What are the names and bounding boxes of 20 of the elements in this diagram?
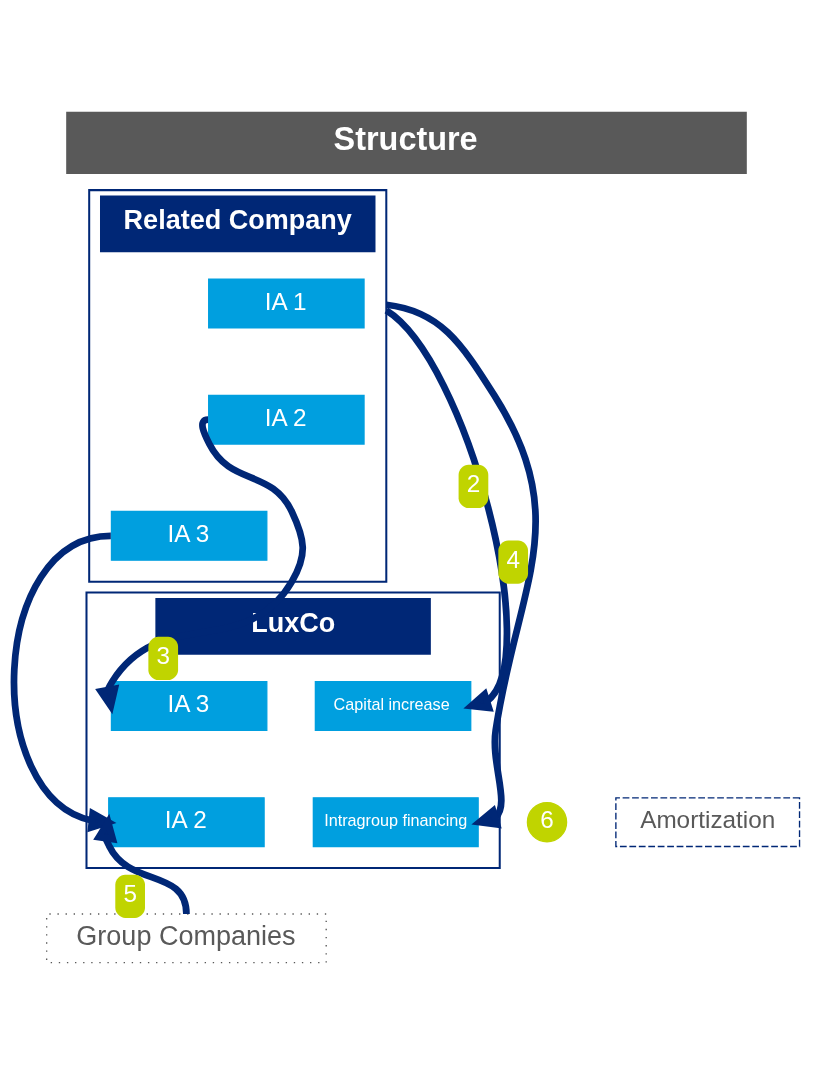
node-box: Capital increase (314, 680, 472, 731)
node-box: IA 2 (208, 394, 365, 445)
arrow (95, 416, 306, 714)
node-box: Amortization (615, 796, 801, 847)
node-box: Group Companies (45, 912, 327, 963)
node-box: IA 2 (108, 796, 265, 847)
edge-label: 2 (466, 469, 481, 497)
arrow (385, 300, 539, 828)
arrow (384, 307, 511, 712)
node-box: IA 3 (110, 510, 268, 561)
node-box: IA 1 (208, 278, 365, 329)
diagram-title: Structure (333, 120, 478, 157)
edge-label: 3 (156, 641, 170, 669)
node-label: 6 (540, 805, 554, 833)
arrow (93, 813, 190, 914)
node-box: IA 3 (110, 680, 268, 731)
arrow (11, 532, 117, 832)
edge-label: 5 (123, 879, 137, 907)
node-box: Intragroup financing (312, 796, 479, 847)
edge-label: 4 (506, 545, 520, 573)
